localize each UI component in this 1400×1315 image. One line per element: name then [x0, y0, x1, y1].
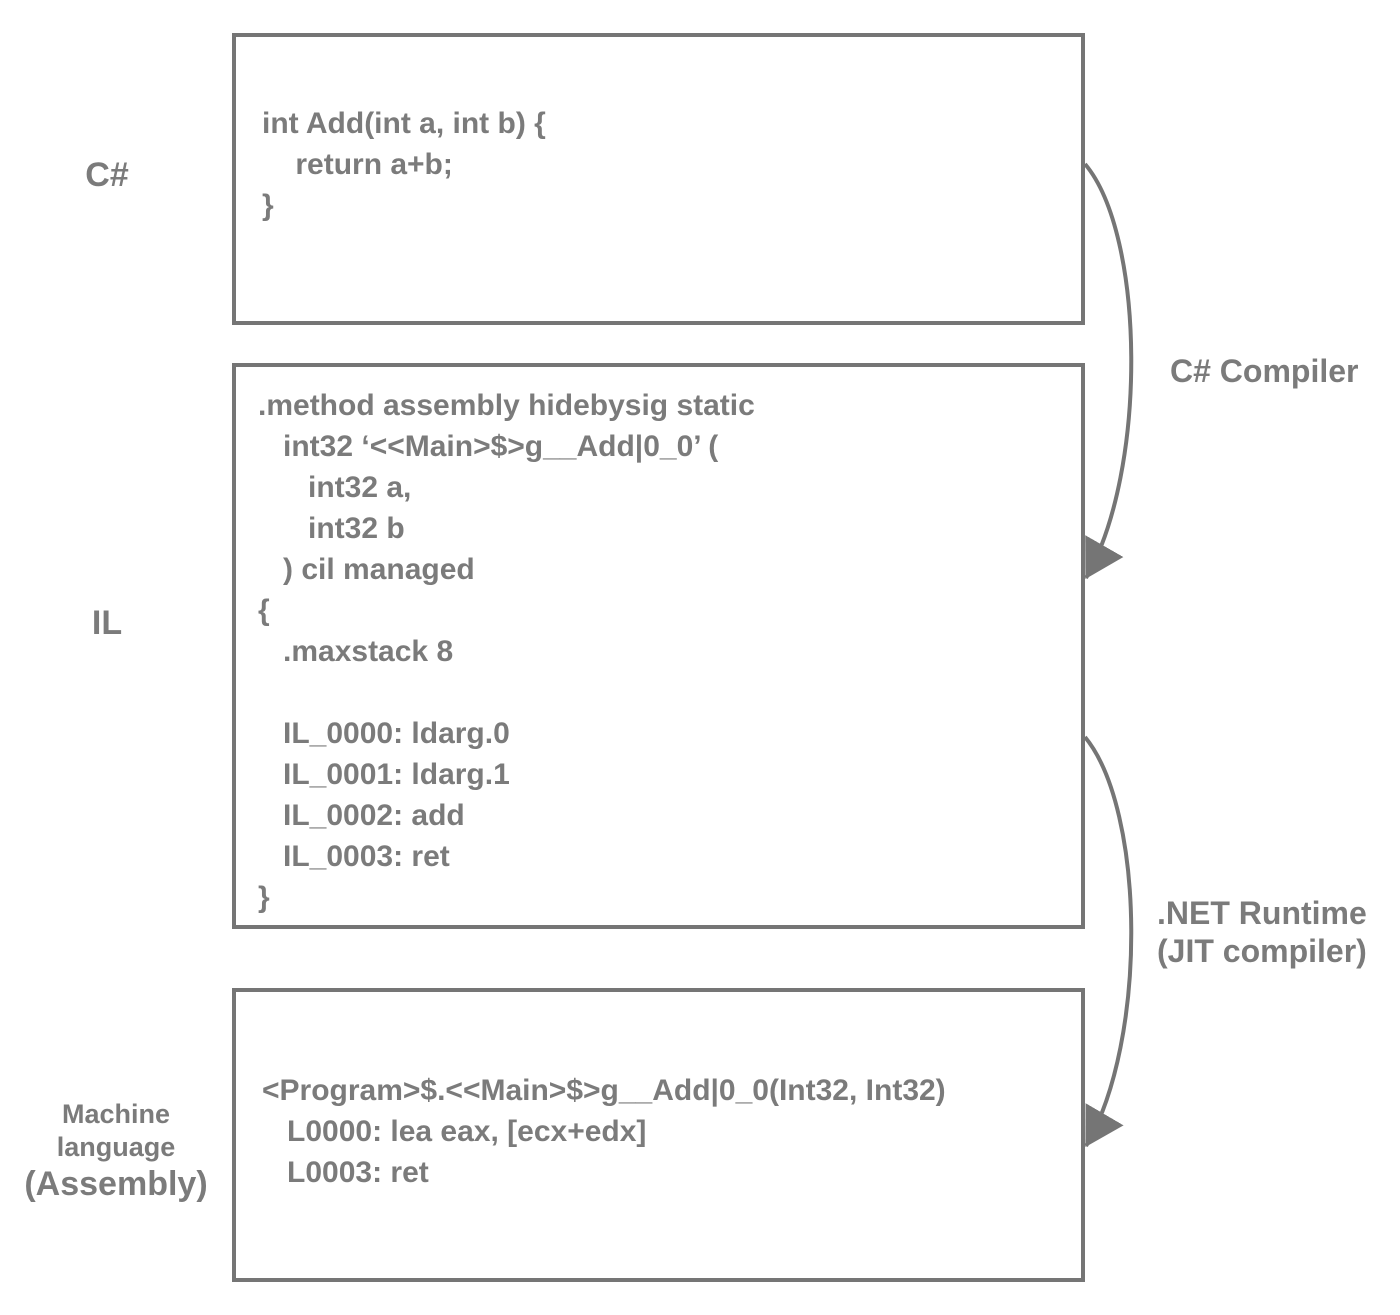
stage-label-machine-language: Machine language (Assembly)	[0, 1098, 232, 1204]
stage-label-machine-line2: (Assembly)	[24, 1165, 208, 1203]
jit-compiler-label: .NET Runtime (JIT compiler)	[1157, 894, 1367, 970]
stage-label-csharp: C#	[85, 156, 129, 194]
jit-compiler-arrow	[1083, 735, 1134, 1148]
machine-code: <Program>$.<<Main>$>g__Add|0_0(Int32, In…	[262, 1074, 946, 1189]
csharp-source-box: int Add(int a, int b) { return a+b; }	[232, 33, 1085, 325]
stage-label-machine-line1: Machine language	[56, 1099, 176, 1162]
il-code: .method assembly hidebysig static int32 …	[258, 389, 755, 914]
csharp-source-code: int Add(int a, int b) { return a+b; }	[262, 107, 546, 222]
jit-compiler-label-line1: .NET Runtime	[1157, 895, 1367, 931]
csharp-compiler-label: C# Compiler	[1170, 353, 1359, 389]
il-code-box: .method assembly hidebysig static int32 …	[232, 363, 1085, 929]
csharp-compiler-arrow	[1083, 162, 1134, 580]
stage-label-il: IL	[91, 604, 123, 642]
machine-code-box: <Program>$.<<Main>$>g__Add|0_0(Int32, In…	[232, 988, 1085, 1282]
jit-compiler-label-line2: (JIT compiler)	[1157, 933, 1367, 969]
